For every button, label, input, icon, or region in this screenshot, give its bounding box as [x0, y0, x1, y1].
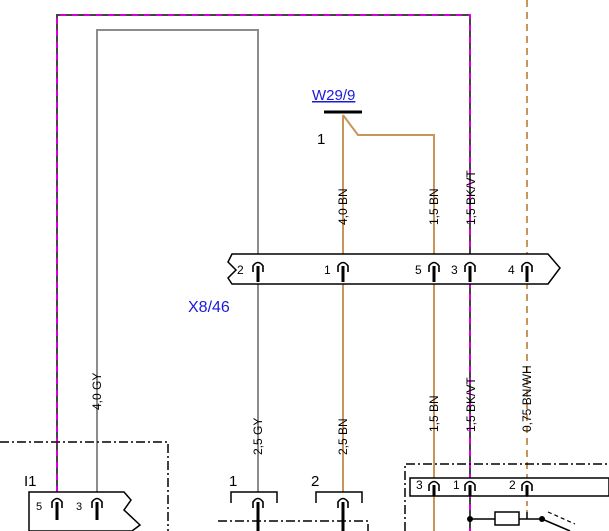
right-pin-label: 1 [453, 478, 460, 492]
wire-bn-1-5-top [342, 114, 435, 258]
x8-pin-label: 2 [237, 263, 244, 277]
i1-pin-label: 5 [36, 501, 42, 513]
ground-id: W29/9 [312, 87, 355, 104]
bottom-right-connector [409, 477, 609, 497]
connector-x8-body [227, 253, 561, 285]
bottom-middle-frame [218, 520, 369, 531]
switch-resistor-symbol [467, 511, 576, 531]
bottom-right-frame [404, 463, 609, 531]
wire-label: 1,5 BK/VT [464, 377, 478, 432]
wire-label: 1,5 BN [427, 188, 441, 225]
x8-pin-label: 4 [508, 263, 515, 277]
component-i1-frame [0, 441, 169, 531]
i1-pin-label: 3 [76, 501, 82, 513]
connector-2 [315, 491, 363, 531]
component-i1-connector [28, 491, 142, 531]
wire-label: 4,0 BN [336, 188, 350, 225]
x8-pin-label: 5 [415, 263, 422, 277]
wire-label: 4,0 GY [90, 373, 104, 410]
x8-pin-label: 1 [324, 263, 331, 277]
right-pin-label: 3 [416, 478, 423, 492]
ground-number: 1 [317, 131, 325, 148]
wire-label: 2,5 BN [336, 418, 350, 455]
wire-gy-upper [96, 29, 259, 492]
wire-label: 1,5 BK/VT [464, 170, 478, 225]
component-i1-id: I1 [24, 473, 37, 490]
connector-x8-pins [252, 261, 533, 282]
x8-pin-label: 3 [451, 263, 458, 277]
connector-1-id: 1 [229, 473, 237, 490]
right-pin-label: 2 [509, 478, 516, 492]
wire-label: 2,5 GY [251, 418, 265, 455]
connector-x8-id: X8/46 [188, 299, 230, 316]
wire-label: 1,5 BN [427, 395, 441, 432]
wire-label: 0,75 BN/WH [520, 365, 534, 432]
wire-bkvt-loop [56, 14, 471, 492]
connector-2-id: 2 [311, 473, 319, 490]
connector-1 [230, 491, 278, 531]
